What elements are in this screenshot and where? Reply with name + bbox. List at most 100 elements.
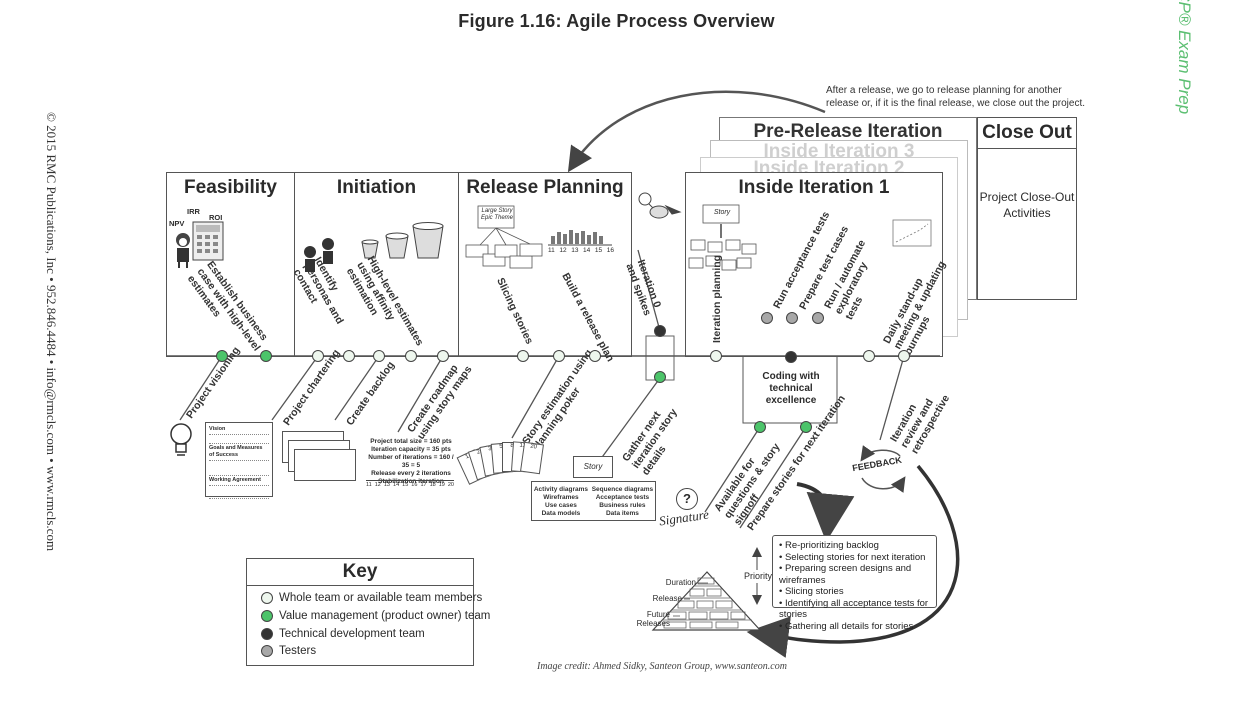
legend-swatch: [261, 645, 273, 657]
tick-label: 17: [420, 482, 427, 488]
poker-cards: 1 2 3 5 8 13 20: [456, 441, 544, 490]
tick-label: 19: [438, 482, 445, 488]
story-details-box: Activity diagrams Wireframes Use cases D…: [531, 481, 656, 521]
tick-label: 12: [559, 247, 567, 254]
story-doc: Use cases: [545, 502, 577, 509]
story-doc: Wireframes: [543, 494, 579, 501]
charter-goals: Goals and Measures of Success: [209, 445, 263, 458]
story-docs-right: Sequence diagrams Acceptance tests Busin…: [592, 486, 653, 520]
coding-label: Coding with technical excellence: [762, 371, 820, 406]
backlog-task: Gathering all details for stories: [779, 621, 930, 633]
return-arrow: [567, 90, 826, 173]
legend-title: Key: [247, 559, 473, 586]
node-testers: [786, 312, 798, 324]
story-doc: Sequence diagrams: [591, 486, 654, 493]
tick-label: 16: [606, 247, 614, 254]
iteration-planning-label: Iteration planning: [711, 254, 723, 343]
story-doc: Data items: [605, 510, 639, 517]
node-value-team: [800, 421, 812, 433]
tick-label: 18: [429, 482, 436, 488]
legend-item: Whole team or available team members: [261, 592, 482, 604]
release-planning-panel: Release Planning: [458, 172, 632, 357]
node-whole-team: [373, 350, 385, 362]
tick-label: 11: [366, 482, 372, 488]
tick-label: 16: [411, 482, 418, 488]
tick-label: 20: [447, 482, 454, 488]
story-map-title: Large Story Epic Theme: [481, 208, 514, 221]
npv-label: NPV: [169, 219, 185, 228]
story-doc: Data models: [541, 510, 581, 517]
node-whole-team: [517, 350, 529, 362]
close-out-title: Close Out: [978, 122, 1076, 149]
charter-vision: Vision: [209, 426, 226, 432]
tick-label: 14: [393, 482, 400, 488]
roi-label: ROI: [209, 213, 223, 222]
figure-title: Figure 1.16: Agile Process Overview: [458, 11, 775, 31]
pyramid-duration: Duration: [665, 578, 696, 587]
story-doc: Acceptance tests: [595, 494, 650, 501]
charter-lines: [209, 460, 269, 476]
node-value-team: [260, 350, 272, 362]
story-doc: Business rules: [599, 502, 646, 509]
backlog-task: Identifying all acceptance tests for sto…: [779, 598, 930, 621]
tick-label: 12: [374, 482, 381, 488]
legend-item: Value management (product owner) team: [261, 610, 490, 622]
tick-label: 13: [383, 482, 390, 488]
legend-box: Key Whole team or available team members…: [246, 558, 490, 666]
backlog-tasks-list: Re-prioritizing backlog Selecting storie…: [773, 536, 936, 636]
irr-label: IRR: [187, 207, 200, 216]
tick-label: 15: [402, 482, 409, 488]
iteration-story-card: Story: [713, 209, 731, 216]
release-ticks: 11 12 13 14 15 16: [548, 247, 614, 254]
legend-item: Technical development team: [261, 628, 425, 640]
story-docs-left: Activity diagrams Wireframes Use cases D…: [534, 486, 588, 520]
release-note: After a release, we go to release planni…: [826, 85, 1086, 109]
legend-label: Whole team or available team members: [279, 592, 483, 604]
legend-item: Testers: [261, 645, 316, 657]
node-whole-team: [710, 350, 722, 362]
pyramid-release: Release: [652, 594, 682, 603]
backlog-task: Preparing screen designs and wireframes: [779, 563, 930, 586]
charter-lines: [209, 485, 269, 499]
release-planning-title: Release Planning: [466, 177, 624, 198]
roadmap-fact: Iteration capacity = 35 pts: [371, 446, 451, 453]
node-value-team: [754, 421, 766, 433]
roadmap-fact: Release every 2 iterations: [371, 470, 451, 477]
node-whole-team: [863, 350, 875, 362]
node-whole-team: [343, 350, 355, 362]
image-credit: Image credit: Ahmed Sidky, Santeon Group…: [537, 661, 787, 672]
legend-swatch: [261, 628, 273, 640]
initiation-title: Initiation: [336, 177, 417, 198]
lightbulb-icon: [170, 423, 192, 456]
legend-label: Value management (product owner) team: [279, 610, 491, 622]
node-whole-team: [437, 350, 449, 362]
node-whole-team: [312, 350, 324, 362]
story-card: Story: [573, 456, 613, 478]
backlog-tasks-box: Re-prioritizing backlog Selecting storie…: [772, 535, 937, 632]
roadmap-fact: Stabilization iteration: [378, 478, 444, 485]
backlog-task: Selecting stories for next iteration: [779, 552, 930, 564]
charter-lines: [209, 434, 269, 444]
backlog-task: Slicing stories: [779, 586, 930, 598]
node-testers: [812, 312, 824, 324]
tick-label: 14: [583, 247, 591, 254]
tick-label: 11: [548, 247, 555, 254]
roadmap-fact: Project total size = 160 pts: [370, 438, 452, 445]
legend-swatch: [261, 592, 273, 604]
legend-label: Technical development team: [279, 628, 425, 640]
node-whole-team: [553, 350, 565, 362]
iteration-3-title: Inside Iteration 3: [763, 141, 915, 162]
node-whole-team: [589, 350, 601, 362]
inside-iteration-1-title: Inside Iteration 1: [738, 177, 890, 198]
story-doc: Activity diagrams: [533, 486, 589, 493]
node-technical-team: [654, 325, 666, 337]
pyramid-future: Future Releases: [636, 610, 670, 628]
node-technical-team: [785, 351, 797, 363]
question-icon: ?: [676, 488, 698, 510]
charter-document: Vision Goals and Measures of Success Wor…: [205, 422, 273, 499]
initiation-panel: Initiation: [294, 172, 459, 357]
pre-release-title: Pre-Release Iteration: [753, 121, 943, 142]
legend-label: Testers: [279, 645, 317, 657]
roadmap-axis: 11 12 13 14 15 16 17 18 19 20: [366, 480, 454, 488]
legend-swatch: [261, 610, 273, 622]
